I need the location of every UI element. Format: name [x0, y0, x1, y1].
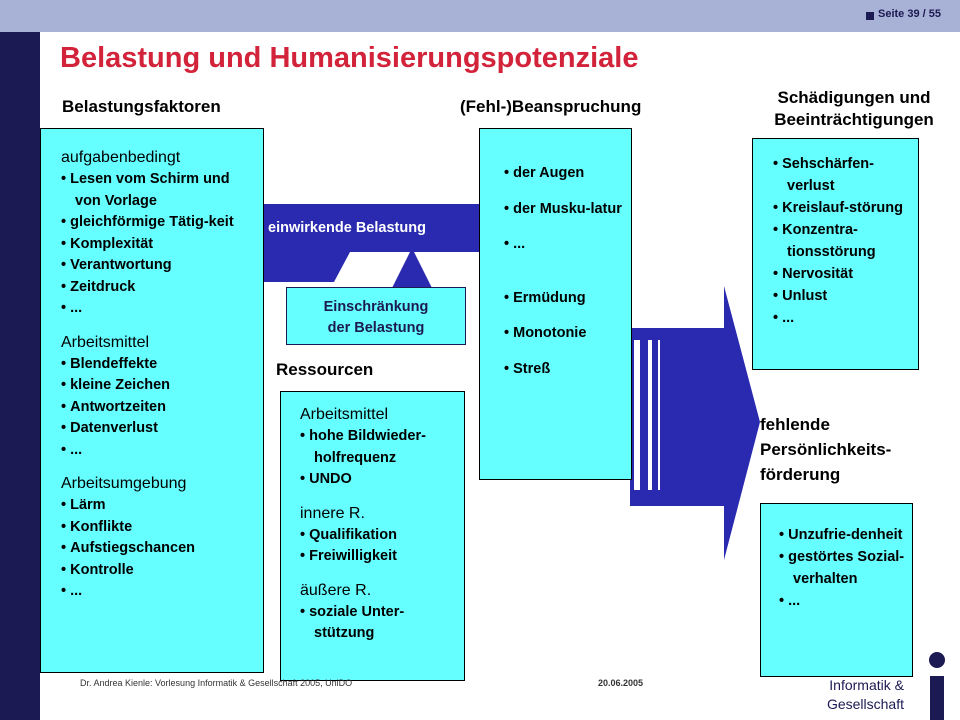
beanspruchung-list: der Augen der Musku-latur... ErmüdungMonot… [504, 163, 627, 380]
schaedigungen-box: Sehschärfen-verlustKreislauf-störungKonz… [752, 138, 919, 370]
list-item: Antwortzeiten [61, 397, 255, 419]
list-item: Streß [504, 359, 627, 381]
section-list: QualifikationFreiwilligkeit [300, 525, 460, 568]
page-number: Seite 39 / 55 [878, 8, 941, 20]
logo-line2: Gesellschaft [826, 696, 904, 712]
list-item: Freiwilligkeit [300, 546, 460, 568]
logo-line1: Informatik & [829, 677, 904, 693]
belastungsfaktoren-box: aufgabenbedingtLesen vom Schirm und von … [40, 128, 264, 673]
list-item: ... [61, 581, 255, 603]
list-item: ... [779, 590, 908, 612]
logo-stem [930, 676, 944, 720]
section-list: Blendeffektekleine ZeichenAntwortzeitenD… [61, 354, 255, 462]
list-item: Kreislauf-störung [773, 197, 914, 219]
list-item: Monotonie [504, 323, 627, 345]
section-title: Arbeitsmittel [300, 406, 389, 423]
heading-beanspruchung: (Fehl-)Beanspruchung [460, 97, 642, 116]
list-item: ... [61, 298, 255, 320]
section-title: aufgabenbedingt [61, 149, 181, 166]
list-item: Sehschärfen-verlust [773, 153, 914, 197]
heading-schaedigungen-line1: Schädigungen und [777, 88, 931, 107]
list-item: Lärm [61, 495, 255, 517]
list-item: ... [504, 234, 627, 256]
einschraenkung-box: Einschränkung der Belastung [286, 287, 466, 345]
section-title: innere R. [300, 504, 365, 522]
heading-belastungsfaktoren: Belastungsfaktoren [62, 97, 221, 116]
list-item: ... [61, 440, 255, 462]
fehlende-box: Unzufrie-denheitgestörtes Sozial-verhalt… [760, 503, 913, 677]
logo-dot [929, 652, 945, 668]
fehlende-list: Unzufrie-denheitgestörtes Sozial-verhalt… [779, 524, 908, 612]
schaedigungen-list: Sehschärfen-verlustKreislauf-störungKonz… [773, 153, 914, 329]
list-item: Blendeffekte [61, 354, 255, 376]
beanspruchung-box: der Augen der Musku-latur... ErmüdungMonot… [479, 128, 632, 480]
section-list: hohe Bildwieder-holfrequenzUNDO [300, 426, 460, 491]
list-item: kleine Zeichen [61, 375, 255, 397]
belastungsfaktoren-list: aufgabenbedingtLesen vom Schirm und von … [61, 149, 255, 611]
section-title: Arbeitsumgebung [61, 475, 187, 492]
list-item: Komplexität [61, 234, 255, 256]
left-sidebar-bar [0, 32, 40, 720]
fehlende-line3: förderung [760, 465, 841, 484]
fehlende-line1: fehlende [760, 415, 830, 434]
page-marker-icon [866, 12, 874, 20]
list-item: ... [773, 307, 914, 329]
list-item: der Augen [504, 163, 627, 185]
section-title: Arbeitsmittel [61, 333, 150, 351]
arrow-einschraenkung-up [392, 248, 432, 288]
list-item: gestörtes Sozial-verhalten [779, 546, 908, 590]
einschraenkung-line1: Einschränkung [323, 299, 429, 315]
heading-schaedigungen: Schädigungen und Beeinträchtigungen [754, 87, 954, 131]
fehlende-line2: Persönlichkeits- [760, 440, 892, 459]
arrow-einwirkende-belastung-tail [262, 252, 350, 282]
list-item: hohe Bildwieder-holfrequenz [300, 426, 460, 469]
einschraenkung-line2: der Belastung [327, 320, 425, 336]
label-einwirkende-belastung: einwirkende Belastung [268, 220, 426, 236]
logo-text: Informatik & Gesellschaft [790, 676, 904, 714]
arrow-stripe [648, 340, 652, 490]
ressourcen-box: Arbeitsmittel hohe Bildwieder-holfrequenz… [280, 391, 465, 681]
list-item: Ermüdung [504, 288, 627, 310]
list-item: Nervosität [773, 263, 914, 285]
list-item: UNDO [300, 469, 460, 491]
heading-ressourcen: Ressourcen [276, 360, 374, 379]
arrow-stripe [634, 340, 640, 490]
section-list: Lesen vom Schirm und von Vorlagegleichfö… [61, 169, 255, 320]
list-item: Verantwortung [61, 255, 255, 277]
section-list: soziale Unter-stützung [300, 602, 460, 645]
page-title: Belastung und Humanisierungspotenziale [60, 42, 639, 74]
list-item: Qualifikation [300, 525, 460, 547]
footer-author: Dr. Andrea Kienle: Vorlesung Informatik … [80, 678, 353, 688]
arrow-stripe [658, 340, 660, 490]
section-title: äußere R. [300, 581, 372, 599]
list-item: Lesen vom Schirm und von Vorlage [61, 169, 255, 212]
list-item: Aufstiegschancen [61, 538, 255, 560]
list-item: Konflikte [61, 517, 255, 539]
arrow-einwirkende-belastung [262, 204, 494, 252]
list-item: Kontrolle [61, 560, 255, 582]
list-item: Konzentra-tionsstörung [773, 219, 914, 263]
arrow-to-schaedigungen [630, 286, 760, 560]
section-list: LärmKonflikteAufstiegschancenKontrolle..… [61, 495, 255, 603]
list-item: gleichförmige Tätig-keit [61, 212, 255, 234]
list-item: Unzufrie-denheit [779, 524, 908, 546]
top-bar [0, 0, 960, 32]
list-item: der Musku-latur [504, 199, 627, 221]
ressourcen-list: Arbeitsmittel hohe Bildwieder-holfrequenz… [300, 406, 460, 653]
list-item: Zeitdruck [61, 277, 255, 299]
footer-date: 20.06.2005 [598, 678, 644, 688]
list-item: Unlust [773, 285, 914, 307]
list-item: soziale Unter-stützung [300, 602, 460, 645]
heading-schaedigungen-line2: Beeinträchtigungen [774, 110, 934, 129]
list-item: Datenverlust [61, 418, 255, 440]
fehlende-heading: fehlende Persönlichkeits- förderung [760, 412, 891, 487]
